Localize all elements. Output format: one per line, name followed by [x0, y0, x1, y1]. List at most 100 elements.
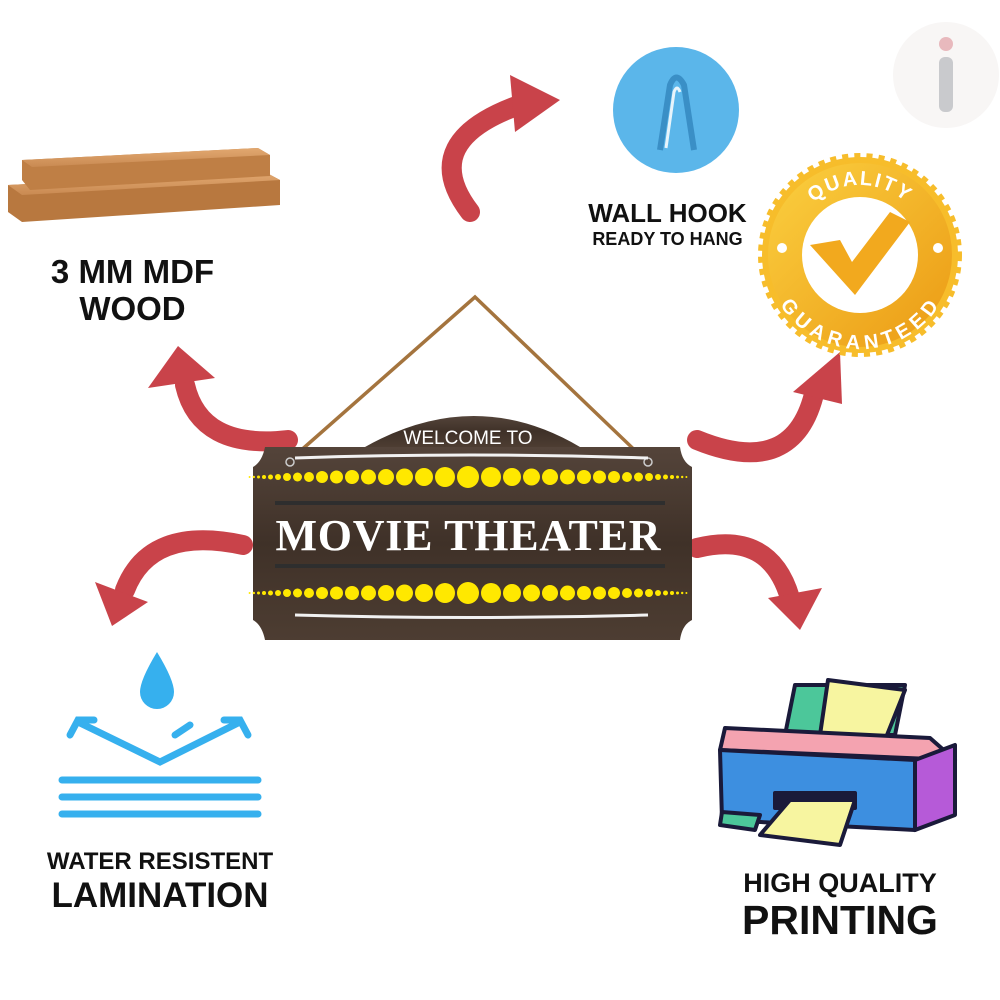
- arrowhead-icon: [793, 352, 842, 404]
- light-dot: [252, 475, 255, 479]
- wood-label-line1: 3 MM MDF: [50, 253, 215, 290]
- light-dot: [293, 472, 302, 482]
- mdf-wood-icon: [8, 148, 280, 222]
- arrow-to-wood: [175, 375, 298, 452]
- light-dot: [663, 590, 668, 596]
- light-dot: [257, 591, 260, 595]
- hook-title: WALL HOOK: [588, 198, 747, 228]
- light-dot: [396, 468, 413, 486]
- light-dot: [257, 475, 260, 479]
- light-dot: [608, 471, 620, 483]
- water-label-line1: WATER RESISTENT: [46, 848, 274, 875]
- light-dot: [248, 592, 251, 594]
- arrowhead-icon: [148, 346, 215, 388]
- arrows: [115, 93, 825, 608]
- light-dot: [593, 586, 606, 600]
- water-label-line2: LAMINATION: [51, 876, 269, 915]
- light-dot: [378, 585, 394, 601]
- arrowhead-icon: [95, 582, 148, 626]
- light-dot: [304, 588, 314, 598]
- light-dot: [645, 473, 653, 481]
- light-dot: [275, 590, 281, 596]
- light-dot: [435, 467, 455, 487]
- movie-theater-sign: WELCOME TO MOVIE THEATER: [248, 294, 692, 640]
- light-dot: [676, 475, 679, 479]
- light-dot: [577, 470, 591, 484]
- arrowhead-icon: [510, 75, 560, 132]
- marquee-lights: [248, 466, 688, 488]
- arrowhead-icon: [768, 588, 822, 630]
- light-dot: [262, 475, 266, 479]
- printing-label-line2: PRINTING: [742, 897, 938, 943]
- light-dot: [252, 591, 255, 595]
- light-dot: [378, 469, 394, 485]
- light-dot: [523, 584, 540, 602]
- light-dot: [268, 590, 273, 596]
- arrow-to-hook: [441, 93, 535, 222]
- light-dot: [330, 586, 343, 600]
- light-dot: [415, 468, 433, 486]
- light-dot: [663, 474, 668, 480]
- light-dot: [622, 472, 632, 482]
- sign-welcome-text: WELCOME TO: [403, 428, 532, 449]
- light-dot: [345, 586, 359, 600]
- light-dot: [577, 586, 591, 600]
- brand-logo: [893, 22, 999, 128]
- light-dot: [634, 588, 643, 598]
- light-dot: [316, 471, 328, 483]
- checkmark-icon: [810, 212, 910, 295]
- light-dot: [283, 473, 291, 481]
- light-dot: [676, 591, 679, 595]
- light-dot: [415, 584, 433, 602]
- light-dot: [622, 588, 632, 598]
- light-dot: [681, 591, 684, 595]
- printing-label-line1: HIGH QUALITY: [743, 868, 937, 898]
- light-dot: [560, 469, 575, 485]
- light-dot: [481, 583, 501, 603]
- light-dot: [457, 466, 479, 488]
- light-dot: [361, 469, 376, 485]
- light-dot: [503, 468, 521, 486]
- light-dot: [593, 470, 606, 484]
- light-dot: [361, 585, 376, 601]
- light-dot: [248, 476, 251, 478]
- wall-hook-icon: [613, 47, 739, 173]
- light-dot: [542, 469, 558, 485]
- light-dot: [283, 589, 291, 597]
- light-dot: [457, 582, 479, 604]
- marquee-lights: [248, 582, 688, 604]
- quality-guaranteed-badge: QUALITY GUARANTEED: [758, 153, 962, 357]
- light-dot: [542, 585, 558, 601]
- light-dot: [275, 474, 281, 480]
- light-dot: [685, 476, 688, 478]
- light-dot: [293, 588, 302, 598]
- wood-label-line2: WOOD: [79, 290, 186, 327]
- light-dot: [685, 592, 688, 594]
- light-dot: [262, 591, 266, 595]
- light-dot: [634, 472, 643, 482]
- sign-title-text: MOVIE THEATER: [276, 511, 662, 560]
- light-dot: [608, 587, 620, 599]
- hook-subtitle: READY TO HANG: [592, 229, 743, 249]
- light-dot: [523, 468, 540, 486]
- light-dot: [670, 591, 674, 595]
- light-dot: [503, 584, 521, 602]
- light-dot: [304, 472, 314, 482]
- light-dot: [396, 584, 413, 602]
- light-dot: [560, 585, 575, 601]
- light-dot: [670, 475, 674, 479]
- light-dot: [268, 474, 273, 480]
- light-dot: [345, 470, 359, 484]
- water-resistant-icon: [58, 652, 262, 818]
- light-dot: [481, 467, 501, 487]
- light-dot: [316, 587, 328, 599]
- light-dot: [681, 475, 684, 479]
- light-dot: [330, 470, 343, 484]
- light-dot: [655, 590, 661, 596]
- light-dot: [645, 589, 653, 597]
- arrow-to-badge: [687, 380, 825, 463]
- printer-icon: [718, 678, 957, 847]
- light-dot: [435, 583, 455, 603]
- arrow-to-water: [115, 530, 253, 600]
